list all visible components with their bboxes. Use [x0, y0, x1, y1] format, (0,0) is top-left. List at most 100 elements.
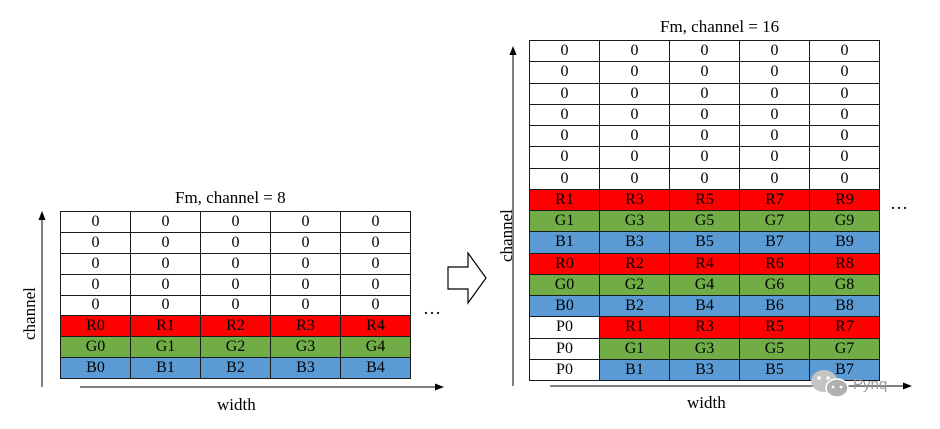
right-cell: 0 — [599, 167, 670, 190]
right-cell: B5 — [739, 358, 810, 382]
left-cell: 0 — [200, 273, 271, 296]
right-cell: G5 — [669, 209, 740, 233]
left-cell: B4 — [340, 357, 411, 379]
right-cell: 0 — [529, 124, 600, 148]
left-axes — [38, 211, 444, 391]
right-cell: 0 — [809, 61, 880, 84]
right-cell: 0 — [669, 39, 740, 63]
right-cell: P0 — [529, 337, 600, 360]
right-y-axis-arrowhead — [509, 46, 517, 55]
right-cell: R7 — [739, 188, 810, 212]
right-cell: G3 — [599, 209, 670, 233]
right-cell: B5 — [669, 231, 740, 254]
right-cell: 0 — [599, 103, 670, 127]
right-cell: 0 — [599, 61, 670, 84]
right-cell: 0 — [809, 167, 880, 190]
right-title: Fm, channel = 16 — [660, 17, 780, 36]
right-cell: B0 — [529, 294, 600, 318]
left-cell: R1 — [130, 315, 201, 338]
right-cell: 0 — [739, 39, 810, 63]
left-cell: 0 — [340, 252, 411, 275]
left-title: Fm, channel = 8 — [175, 188, 286, 207]
right-cell: R9 — [809, 188, 880, 212]
left-cell: 0 — [130, 231, 201, 254]
watermark-text: Pynq — [853, 376, 888, 393]
right-cell: B6 — [739, 294, 810, 318]
left-cell: B0 — [60, 357, 131, 379]
left-cell: B1 — [130, 357, 201, 379]
right-cell: 0 — [809, 103, 880, 127]
left-ellipsis: … — [423, 298, 442, 318]
right-cell: G7 — [809, 337, 880, 360]
right-cell: 0 — [599, 146, 670, 169]
left-cell: 0 — [340, 231, 411, 254]
right-cell: B1 — [529, 231, 600, 254]
right-cell: 0 — [529, 82, 600, 105]
left-cell: 0 — [270, 273, 341, 296]
right-x-axis-arrowhead — [903, 382, 912, 390]
right-cell: 0 — [599, 124, 670, 148]
right-cell: 0 — [669, 124, 740, 148]
right-cell: 0 — [529, 146, 600, 169]
left-y-axis-arrowhead — [38, 211, 46, 220]
right-cell: G0 — [529, 273, 600, 297]
left-cell: 0 — [130, 252, 201, 275]
left-cell: G3 — [270, 336, 341, 359]
left-cell: 0 — [130, 294, 201, 317]
right-cell: P0 — [529, 316, 600, 339]
right-y-axis-label: channel — [497, 209, 516, 262]
left-y-axis-label: channel — [20, 287, 39, 340]
left-cell: G0 — [60, 336, 131, 359]
left-cell: 0 — [270, 252, 341, 275]
right-cell: R5 — [739, 316, 810, 339]
right-cell: G3 — [669, 337, 740, 360]
right-cell: 0 — [599, 82, 670, 105]
right-cell: B3 — [669, 358, 740, 382]
right-cell: 0 — [739, 61, 810, 84]
left-cell: 0 — [270, 231, 341, 254]
right-cell: P0 — [529, 358, 600, 382]
left-cell: G1 — [130, 336, 201, 359]
left-cell: 0 — [200, 294, 271, 317]
right-cell: G4 — [669, 273, 740, 297]
right-cell: 0 — [809, 39, 880, 63]
left-cell: 0 — [130, 211, 201, 233]
right-cell: G7 — [739, 209, 810, 233]
left-x-axis-label: width — [217, 395, 256, 414]
left-cell: B3 — [270, 357, 341, 379]
right-cell: 0 — [529, 61, 600, 84]
right-cell: 0 — [669, 82, 740, 105]
right-cell: 0 — [739, 124, 810, 148]
wechat-logo-icon — [811, 370, 849, 398]
left-cell: 0 — [60, 252, 131, 275]
right-cell: R7 — [809, 316, 880, 339]
right-x-axis-label: width — [687, 393, 726, 412]
left-cell: 0 — [270, 211, 341, 233]
right-cell: 0 — [669, 103, 740, 127]
right-cell: R3 — [599, 188, 670, 212]
left-x-axis-arrowhead — [435, 383, 444, 391]
right-cell: 0 — [669, 146, 740, 169]
right-cell: R2 — [599, 252, 670, 275]
right-cell: R0 — [529, 252, 600, 275]
right-ellipsis: … — [890, 193, 909, 213]
left-cell: G2 — [200, 336, 271, 359]
right-cell: G2 — [599, 273, 670, 297]
right-cell: 0 — [809, 124, 880, 148]
